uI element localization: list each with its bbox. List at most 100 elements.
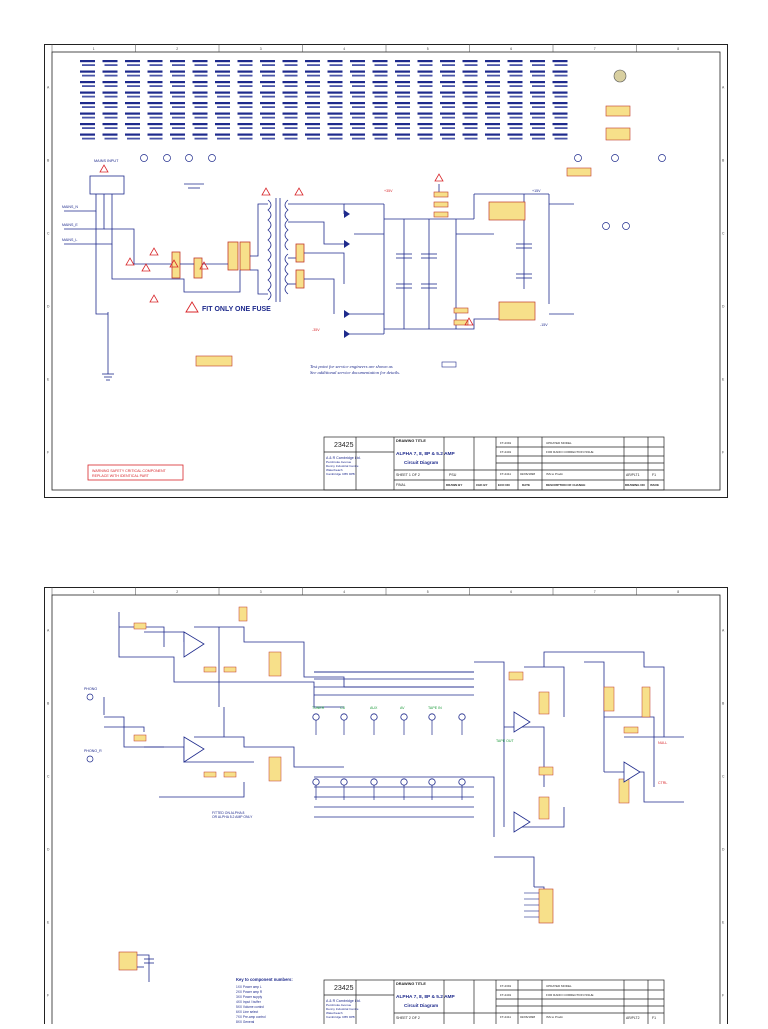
svg-text:02/06/1998: 02/06/1998 <box>520 1015 535 1019</box>
component-key-entry: 2XX Power amp R <box>236 990 263 994</box>
issue-number: F1 <box>652 473 656 477</box>
ruler-row-label: D <box>722 305 725 309</box>
capacitor-ref-mark <box>395 123 410 126</box>
capacitor-value-mark <box>82 127 95 129</box>
capacitor-ref-mark <box>530 112 545 115</box>
capacitor-ref-mark <box>282 81 298 84</box>
capacitor-value-mark <box>487 64 500 66</box>
capacitor-value-mark <box>532 116 545 119</box>
capacitor-ref-mark <box>485 60 500 63</box>
capacitor-ref-mark <box>440 91 455 94</box>
capacitor-ref-mark <box>102 81 118 84</box>
capacitor-value-mark <box>217 116 230 119</box>
capacitor-value-mark <box>307 85 320 87</box>
capacitor-value-mark <box>419 106 433 108</box>
capacitor-ref-mark <box>417 123 433 126</box>
capacitor-value-mark <box>397 106 410 108</box>
capacitor-ref-mark <box>440 81 455 84</box>
capacitor-ref-mark <box>417 102 433 105</box>
component-key-entry: 5XX Volume control <box>236 1005 264 1009</box>
capacitor-ref-mark <box>125 60 140 63</box>
capacitor-value-mark <box>262 127 275 129</box>
service-fuse-label-box <box>195 355 233 367</box>
capacitor-value-mark <box>464 116 478 119</box>
capacitor-value-mark <box>532 64 545 66</box>
capacitor-ref-mark <box>192 81 208 84</box>
warning-note-line-2: REPLACE WITH IDENTICAL PART <box>92 474 150 478</box>
mains-n-label: MAINS_N <box>62 205 78 209</box>
capacitor-ref-mark <box>192 102 208 105</box>
bridge-resistors <box>433 191 469 326</box>
capacitor-ref-mark <box>305 133 320 136</box>
capacitor-value-mark <box>532 137 545 140</box>
drawing-subtitle: Circuit Diagram <box>404 460 438 465</box>
drawing-number: 23425 <box>334 442 354 449</box>
capacitor-value-mark <box>104 127 118 129</box>
capacitor-ref-mark <box>350 70 365 73</box>
capacitor-ref-mark <box>102 123 118 126</box>
mains-input-label: MAINS INPUT <box>94 159 119 163</box>
capacitor-value-mark <box>172 85 185 87</box>
capacitor-ref-mark <box>507 60 523 63</box>
component-key-entry: 4XX Input / buffer <box>236 1000 262 1004</box>
ruler-row-label: E <box>722 378 725 382</box>
capacitor-value-mark <box>149 127 163 129</box>
capacitor-value-mark <box>172 116 185 119</box>
capacitor-ref-mark <box>507 70 523 73</box>
ruler-row-label: D <box>47 848 50 852</box>
svg-text:DESCRIPTION OF CHANGE: DESCRIPTION OF CHANGE <box>546 483 585 487</box>
svg-text:FT-2391: FT-2391 <box>500 984 512 988</box>
capacitor-value-mark <box>329 137 343 140</box>
ruler-column-label: 8 <box>677 47 679 51</box>
capacitor-ref-mark <box>507 123 523 126</box>
capacitor-ref-mark <box>170 102 185 105</box>
capacitor-value-mark <box>194 116 208 119</box>
capacitor-value-mark <box>217 127 230 129</box>
capacitor-ref-mark <box>102 112 118 115</box>
capacitor-value-mark <box>419 74 433 77</box>
capacitor-value-mark <box>374 106 388 108</box>
capacitor-value-mark <box>464 85 478 87</box>
output-label-tape-out: TAPE OUT <box>496 739 515 743</box>
capacitor-value-mark <box>374 95 388 98</box>
company-address: A & R Cambridge Ltd. Pembroke Avenue Den… <box>326 456 361 476</box>
capacitor-value-mark <box>464 127 478 129</box>
capacitor-value-mark <box>352 95 365 98</box>
capacitor-ref-mark <box>282 70 298 73</box>
capacitor-value-mark <box>82 116 95 119</box>
capacitor-ref-mark <box>395 70 410 73</box>
component-key-entry: 1XX Power amp L <box>236 985 262 989</box>
capacitor-ref-mark <box>282 91 298 94</box>
capacitor-ref-mark <box>147 60 163 63</box>
capacitor-value-mark <box>329 106 343 108</box>
capacitor-ref-mark <box>327 102 343 105</box>
ruler-column-label: 7 <box>594 47 596 51</box>
component-key-entry: 7XX Pre-amp control <box>236 1015 266 1019</box>
capacitor-value-mark <box>239 64 253 66</box>
capacitor-value-mark <box>104 85 118 87</box>
capacitor-ref-mark <box>215 70 230 73</box>
selector-input-label: AUX <box>370 706 378 710</box>
capacitor-ref-mark <box>260 112 275 115</box>
capacitor-ref-mark <box>125 81 140 84</box>
rca-jack-icon <box>370 778 378 786</box>
rca-jack-icon <box>312 778 320 786</box>
capacitor-value-mark <box>284 85 298 87</box>
capacitor-ref-mark <box>260 102 275 105</box>
line-buffer-components <box>508 671 651 820</box>
capacitor-value-mark <box>82 137 95 140</box>
capacitor-ref-mark <box>170 123 185 126</box>
ground-symbols <box>102 183 204 381</box>
capacitor-value-mark <box>239 85 253 87</box>
capacitor-ref-mark <box>440 112 455 115</box>
capacitor-ref-mark <box>417 81 433 84</box>
capacitor-ref-mark <box>462 123 478 126</box>
capacitor-ref-mark <box>530 133 545 136</box>
capacitor-value-mark <box>284 95 298 98</box>
capacitor-ref-mark <box>327 123 343 126</box>
capacitor-value-mark <box>194 85 208 87</box>
capacitor-value-mark <box>487 116 500 119</box>
capacitor-ref-mark <box>417 112 433 115</box>
capacitor-value-mark <box>149 95 163 98</box>
capacitor-ref-mark <box>350 81 365 84</box>
